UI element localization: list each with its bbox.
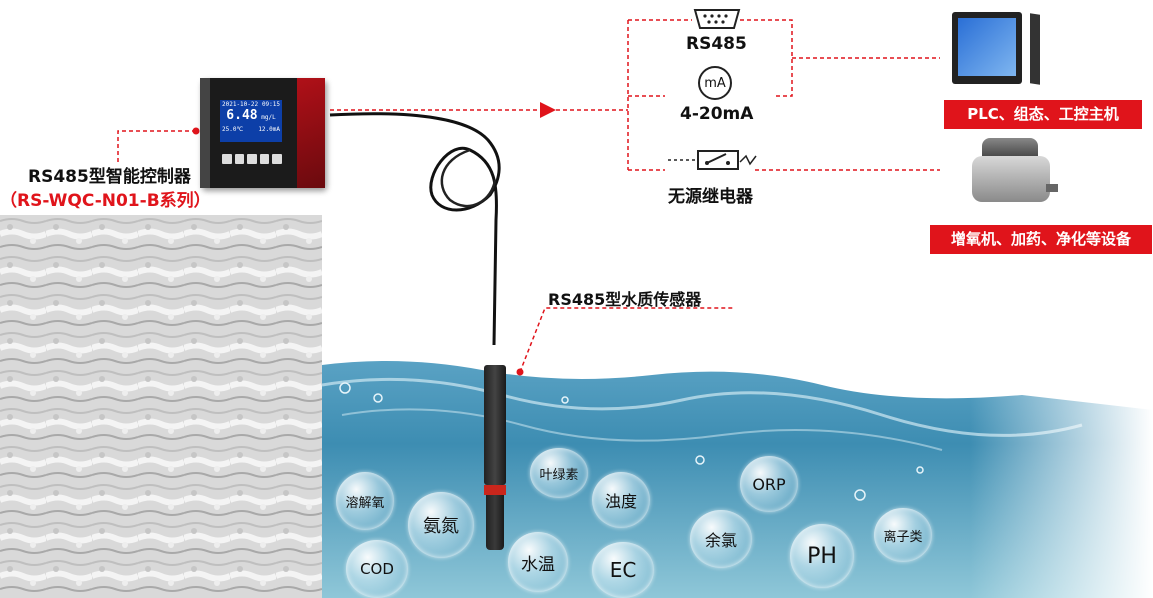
param-label: 离子类 bbox=[883, 529, 923, 545]
sensor-probe bbox=[484, 365, 506, 550]
param-bubble-dissolved-oxygen: 溶解氧 bbox=[336, 472, 394, 530]
output-rs485-label: RS485 bbox=[686, 34, 747, 54]
param-bubble-ions: 离子类 bbox=[874, 508, 932, 562]
screen-unit: mg/L bbox=[261, 114, 276, 121]
target-plc-label: PLC、组态、工控主机 bbox=[944, 100, 1142, 129]
param-label: 溶解氧 bbox=[345, 495, 385, 511]
controller-device: 2021-10-22 09:15 6.48 mg/L 25.0℃ 12.0mA bbox=[200, 78, 325, 188]
param-label: 氨氮 bbox=[423, 516, 459, 537]
param-bubble-ec: EC bbox=[592, 542, 654, 598]
screen-value: 6.48 bbox=[226, 108, 258, 123]
param-bubble-ph: PH bbox=[790, 524, 854, 588]
param-label: 叶绿素 bbox=[539, 467, 579, 483]
param-bubble-cod: COD bbox=[346, 540, 408, 598]
screen-date: 2021-10-22 bbox=[222, 101, 259, 108]
param-bubble-orp: ORP bbox=[740, 456, 798, 512]
air-pump-icon bbox=[972, 138, 1058, 210]
param-bubble-residual-chlorine: 余氯 bbox=[690, 510, 752, 568]
param-label: 余氯 bbox=[704, 531, 737, 550]
param-label: 水温 bbox=[521, 554, 555, 575]
screen-temperature: 25.0℃ bbox=[222, 126, 244, 133]
param-label: ORP bbox=[752, 474, 786, 494]
db9-connector-icon bbox=[692, 8, 742, 30]
stone-wall-background bbox=[0, 215, 322, 598]
param-bubble-chlorophyll: 叶绿素 bbox=[530, 448, 588, 498]
milliamp-icon-text: mA bbox=[704, 75, 726, 91]
controller-series: （RS-WQC-N01-B系列） bbox=[0, 191, 211, 211]
param-label: EC bbox=[609, 558, 637, 582]
screen-current: 12.0mA bbox=[258, 126, 280, 133]
param-label: COD bbox=[360, 560, 394, 578]
relay-switch-icon bbox=[668, 148, 758, 172]
sensor-name: RS485型水质传感器 bbox=[548, 290, 702, 309]
output-current-label: 4-20mA bbox=[680, 104, 754, 124]
controller-screen: 2021-10-22 09:15 6.48 mg/L 25.0℃ 12.0mA bbox=[220, 100, 282, 142]
output-relay-label: 无源继电器 bbox=[668, 187, 753, 207]
milliamp-meter-icon: mA bbox=[698, 66, 732, 100]
controller-name: RS485型智能控制器 bbox=[28, 167, 191, 187]
industrial-panel-pc-icon bbox=[952, 12, 1042, 85]
param-bubble-turbidity: 浊度 bbox=[592, 472, 650, 528]
target-equipment-label: 增氧机、加药、净化等设备 bbox=[930, 225, 1152, 254]
param-bubble-water-temp: 水温 bbox=[508, 532, 568, 592]
controller-buttons bbox=[222, 154, 282, 164]
param-label: PH bbox=[807, 543, 837, 569]
param-bubble-ammonia: 氨氮 bbox=[408, 492, 474, 558]
param-label: 浊度 bbox=[604, 492, 637, 511]
screen-time: 09:15 bbox=[261, 101, 280, 108]
